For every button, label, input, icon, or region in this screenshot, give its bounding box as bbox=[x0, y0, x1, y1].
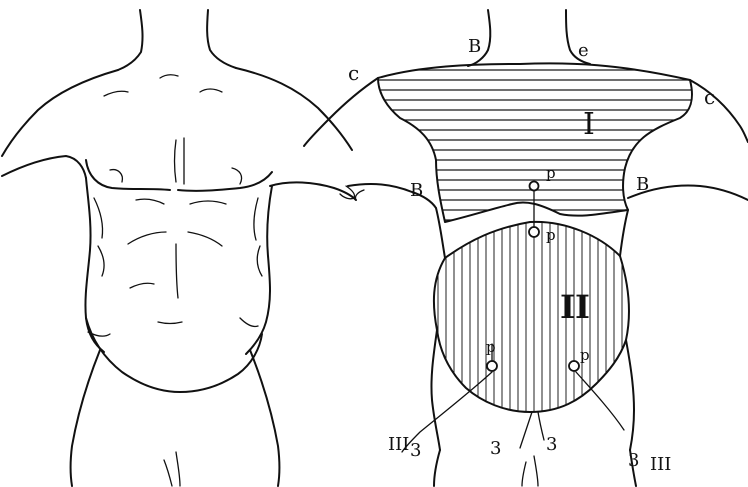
region-II-outline bbox=[434, 222, 629, 412]
point-epigastrium bbox=[529, 227, 539, 237]
label-nerve-center: 3 bbox=[490, 438, 501, 459]
label-neck-right: e bbox=[578, 40, 589, 61]
label-nerve-right: 3 bbox=[628, 450, 639, 471]
left-leg-right bbox=[250, 350, 280, 486]
left-torso-figure bbox=[2, 10, 356, 486]
label-nerve-left: 3 bbox=[410, 440, 421, 461]
point-sternum bbox=[530, 182, 539, 191]
label-axilla-left: B bbox=[410, 180, 423, 201]
left-lower-abdomen bbox=[86, 318, 262, 392]
groin-line-2 bbox=[534, 456, 538, 486]
label-point-sternum: p bbox=[546, 164, 556, 182]
label-region-III-left: III bbox=[388, 434, 409, 455]
label-region-II: II bbox=[560, 288, 590, 326]
left-pec-left bbox=[110, 170, 122, 182]
nerve-line-center-2 bbox=[538, 412, 544, 440]
label-region-I: I bbox=[583, 107, 595, 142]
groin-line bbox=[522, 462, 526, 486]
label-point-iliac-left: p bbox=[486, 338, 496, 356]
left-groin-2 bbox=[176, 452, 180, 486]
label-axilla-right: B bbox=[636, 174, 649, 195]
right-leg-left bbox=[434, 450, 440, 486]
left-clavicle-hint-1 bbox=[104, 91, 128, 96]
right-shoulder-right bbox=[690, 80, 748, 142]
left-chest-left bbox=[86, 160, 170, 190]
label-clavicle-left: c bbox=[348, 61, 359, 85]
point-iliac-right bbox=[569, 361, 579, 371]
left-sternum bbox=[175, 140, 177, 182]
right-hand-left bbox=[355, 190, 364, 200]
left-abs-7 bbox=[158, 322, 182, 324]
region-II bbox=[434, 220, 630, 420]
left-neck-right-line bbox=[207, 10, 236, 68]
left-arm-left bbox=[2, 156, 86, 178]
left-rib-2 bbox=[98, 246, 104, 276]
label-point-epigastrium: p bbox=[546, 226, 556, 244]
right-torso-side-right bbox=[620, 210, 628, 256]
left-shoulder-right bbox=[236, 68, 352, 150]
point-iliac-left bbox=[487, 361, 497, 371]
label-point-iliac-right: p bbox=[580, 346, 590, 364]
left-abs-2 bbox=[190, 201, 226, 204]
left-fold-right bbox=[240, 318, 258, 327]
left-abs-3 bbox=[128, 232, 166, 244]
left-arm-right bbox=[270, 182, 356, 200]
left-clavicle-hint-3 bbox=[200, 89, 222, 92]
left-groin bbox=[164, 460, 172, 486]
left-pec-right bbox=[232, 168, 242, 184]
right-torso-figure bbox=[304, 10, 748, 486]
right-torso-lower-left bbox=[431, 330, 440, 450]
label-nerve-center-2: 3 bbox=[546, 434, 557, 455]
labels: c c B e B B I II III III p p p p 3 3 3 3 bbox=[348, 36, 715, 475]
left-abs-4 bbox=[188, 232, 222, 246]
label-region-III-right: III bbox=[650, 454, 671, 475]
left-abs-1 bbox=[136, 199, 164, 204]
left-rib-1 bbox=[94, 198, 103, 238]
label-neck-left: B bbox=[468, 36, 481, 57]
left-rib-3 bbox=[254, 198, 258, 240]
label-clavicle-right: c bbox=[704, 85, 715, 109]
left-shoulder-left bbox=[2, 70, 118, 156]
left-clavicle-hint-2 bbox=[160, 75, 178, 78]
left-abs-5 bbox=[176, 244, 178, 298]
left-rib-4 bbox=[257, 246, 262, 276]
left-chest-right bbox=[178, 172, 272, 191]
right-torso-lower-right bbox=[626, 340, 634, 450]
left-neck-left-line bbox=[118, 10, 143, 70]
nerve-line-center bbox=[520, 412, 532, 448]
left-abs-6 bbox=[130, 283, 154, 288]
left-leg-left bbox=[71, 350, 101, 486]
right-shoulder-left bbox=[304, 78, 378, 146]
